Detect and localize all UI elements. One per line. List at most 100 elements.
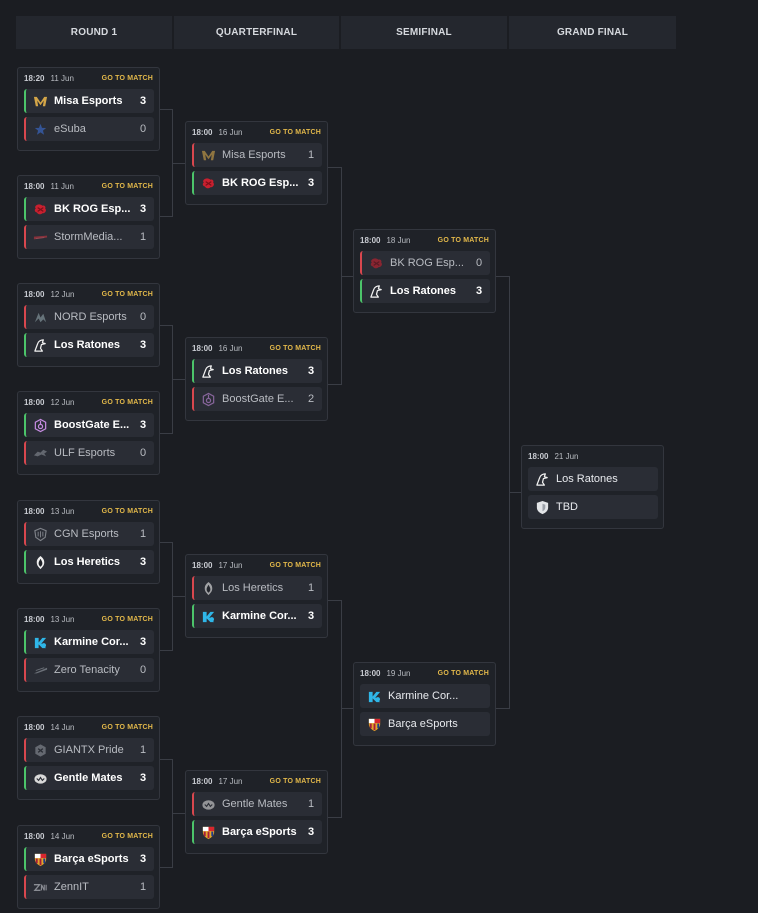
team-row[interactable]: eSuba 0 — [24, 117, 154, 141]
team-score: 3 — [307, 365, 315, 377]
karmine-icon — [366, 688, 382, 704]
match-header: 18:20 11 Jun GO TO MATCH — [24, 72, 153, 84]
los-ratones-icon — [32, 337, 48, 353]
team-score: 3 — [139, 556, 147, 568]
team-row[interactable]: Los Ratones 3 — [24, 333, 154, 357]
match-card: 18:00 16 Jun GO TO MATCH Los Ratones 3 B… — [185, 337, 328, 421]
team-name: Misa Esports — [222, 149, 286, 161]
team-row[interactable]: ULF Esports 0 — [24, 441, 154, 465]
match-card: 18:00 14 Jun GO TO MATCH Barça eSports 3… — [17, 825, 160, 909]
team-row[interactable]: Karmine Cor... 3 — [192, 604, 322, 628]
match-header: 18:00 19 Jun GO TO MATCH — [360, 667, 489, 679]
match-header: 18:00 14 Jun GO TO MATCH — [24, 721, 153, 733]
team-row[interactable]: TBD — [528, 495, 658, 519]
team-row[interactable]: Los Heretics 1 — [192, 576, 322, 600]
team-score: 3 — [139, 419, 147, 431]
go-to-match-link[interactable]: GO TO MATCH — [437, 669, 489, 677]
barca-icon — [366, 716, 382, 732]
team-row[interactable]: Karmine Cor... 3 — [24, 630, 154, 654]
go-to-match-link[interactable]: GO TO MATCH — [101, 74, 153, 82]
team-row[interactable]: BK ROG Esp... 3 — [192, 171, 322, 195]
go-to-match-link[interactable]: GO TO MATCH — [101, 182, 153, 190]
team-row[interactable]: Gentle Mates 1 — [192, 792, 322, 816]
go-to-match-link[interactable]: GO TO MATCH — [101, 723, 153, 731]
team-row[interactable]: Barça eSports — [360, 712, 490, 736]
team-row[interactable]: CGN Esports 1 — [24, 522, 154, 546]
team-row[interactable]: Zero Tenacity 0 — [24, 658, 154, 682]
go-to-match-link[interactable]: GO TO MATCH — [437, 236, 489, 244]
team-name: ZennIT — [54, 881, 89, 893]
go-to-match-link[interactable]: GO TO MATCH — [101, 507, 153, 515]
team-row[interactable]: NORD Esports 0 — [24, 305, 154, 329]
team-score: 1 — [139, 231, 147, 243]
team-row[interactable]: Misa Esports 3 — [24, 89, 154, 113]
round-header-grand-final: GRAND FINAL — [509, 16, 676, 49]
round-header-semifinal: SEMIFINAL — [341, 16, 507, 49]
team-row[interactable]: ZennIT 1 — [24, 875, 154, 899]
match-date: 17 Jun — [218, 560, 243, 570]
match-header: 18:00 16 Jun GO TO MATCH — [192, 126, 321, 138]
team-row[interactable]: Los Ratones — [528, 467, 658, 491]
team-row[interactable]: Barça eSports 3 — [24, 847, 154, 871]
zennit-icon — [32, 879, 48, 895]
barca-icon — [32, 851, 48, 867]
go-to-match-link[interactable]: GO TO MATCH — [101, 398, 153, 406]
team-name: Karmine Cor... — [54, 636, 129, 648]
match-date: 18 Jun — [386, 235, 411, 245]
team-row[interactable]: Los Ratones 3 — [192, 359, 322, 383]
match-date: 13 Jun — [50, 614, 75, 624]
team-name: Barça eSports — [54, 853, 129, 865]
team-score: 1 — [139, 881, 147, 893]
match-header: 18:00 18 Jun GO TO MATCH — [360, 234, 489, 246]
team-score: 3 — [139, 95, 147, 107]
bkrog-icon — [200, 175, 216, 191]
match-date: 19 Jun — [386, 668, 411, 678]
team-score: 1 — [139, 528, 147, 540]
match-header: 18:00 13 Jun GO TO MATCH — [24, 505, 153, 517]
team-name: Los Ratones — [222, 365, 289, 377]
team-row[interactable]: Gentle Mates 3 — [24, 766, 154, 790]
match-header: 18:00 21 Jun — [528, 450, 657, 462]
team-score: 1 — [139, 744, 147, 756]
team-row[interactable]: BoostGate E... 2 — [192, 387, 322, 411]
team-row[interactable]: Karmine Cor... — [360, 684, 490, 708]
match-card: 18:00 12 Jun GO TO MATCH BoostGate E... … — [17, 391, 160, 475]
nord-icon — [32, 309, 48, 325]
team-row[interactable]: GIANTX Pride 1 — [24, 738, 154, 762]
team-row[interactable]: Los Heretics 3 — [24, 550, 154, 574]
go-to-match-link[interactable]: GO TO MATCH — [269, 344, 321, 352]
match-time: 18:00 — [192, 776, 213, 786]
karmine-icon — [32, 634, 48, 650]
tbd-shield-icon — [534, 499, 550, 515]
misa-icon — [32, 93, 48, 109]
team-score: 1 — [307, 149, 315, 161]
go-to-match-link[interactable]: GO TO MATCH — [269, 128, 321, 136]
team-row[interactable]: BoostGate E... 3 — [24, 413, 154, 437]
team-row[interactable]: Los Ratones 3 — [360, 279, 490, 303]
team-row[interactable]: BK ROG Esp... 3 — [24, 197, 154, 221]
match-time: 18:00 — [360, 668, 381, 678]
match-date: 16 Jun — [218, 127, 243, 137]
team-row[interactable]: StormMedia... 1 — [24, 225, 154, 249]
go-to-match-link[interactable]: GO TO MATCH — [101, 290, 153, 298]
match-time: 18:00 — [24, 506, 45, 516]
go-to-match-link[interactable]: GO TO MATCH — [101, 832, 153, 840]
match-header: 18:00 16 Jun GO TO MATCH — [192, 342, 321, 354]
match-time: 18:00 — [24, 831, 45, 841]
bkrog-icon — [368, 255, 384, 271]
match-time: 18:00 — [360, 235, 381, 245]
match-card: 18:00 14 Jun GO TO MATCH GIANTX Pride 1 … — [17, 716, 160, 800]
los-ratones-icon — [200, 363, 216, 379]
team-score: 3 — [307, 610, 315, 622]
go-to-match-link[interactable]: GO TO MATCH — [101, 615, 153, 623]
team-score: 1 — [307, 582, 315, 594]
match-date: 17 Jun — [218, 776, 243, 786]
match-date: 11 Jun — [50, 73, 74, 83]
team-row[interactable]: Barça eSports 3 — [192, 820, 322, 844]
go-to-match-link[interactable]: GO TO MATCH — [269, 561, 321, 569]
team-row[interactable]: BK ROG Esp... 0 — [360, 251, 490, 275]
go-to-match-link[interactable]: GO TO MATCH — [269, 777, 321, 785]
ulf-icon — [32, 445, 48, 461]
team-row[interactable]: Misa Esports 1 — [192, 143, 322, 167]
team-score: 1 — [307, 798, 315, 810]
